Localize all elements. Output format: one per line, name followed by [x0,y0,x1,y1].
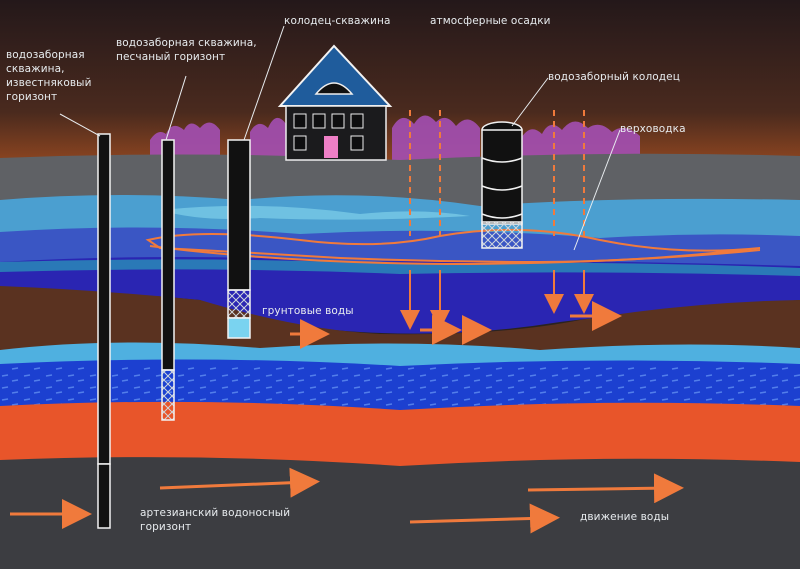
label-line: горизонт [140,521,192,533]
label-line: водозаборная [6,49,85,61]
label-leaders [59,25,621,251]
dug-well-icon [481,121,523,249]
label-line: скважина, [6,63,65,75]
well-pipe-icon [97,133,251,529]
label-line: артезианский водоносный [140,507,291,519]
label-artesian: артезианский водоносный горизонт [140,506,290,534]
label-limestone-well: водозаборная скважина, известняковый гор… [6,48,92,104]
aquifer-teal-band [0,259,800,276]
rain-arrow-icon [400,110,594,330]
label-precipitation: атмосферные осадки [430,15,551,27]
label-line: водозаборная скважина, [116,37,257,49]
label-line: песчаный горизонт [116,51,226,63]
orange-layer [0,401,800,470]
aquifer-texture [0,366,800,408]
label-water-flow: движение воды [580,511,670,523]
label-groundwater: грунтовые воды [262,305,354,317]
label-dug-well: водозаборный колодец [548,71,680,83]
perched-water-line [145,228,761,264]
label-perched-water: верховодка [620,123,686,135]
artesian-layer [0,457,800,569]
flow-arrow-icon [10,301,684,534]
label-line: горизонт [6,91,58,103]
label-shallow-well: колодец-скважина [284,15,391,27]
label-sand-well: водозаборная скважина, песчаный горизонт [116,36,257,64]
clay-layer [0,286,800,360]
trees [150,115,640,160]
label-line: известняковый [6,77,92,89]
house-icon [277,44,393,161]
